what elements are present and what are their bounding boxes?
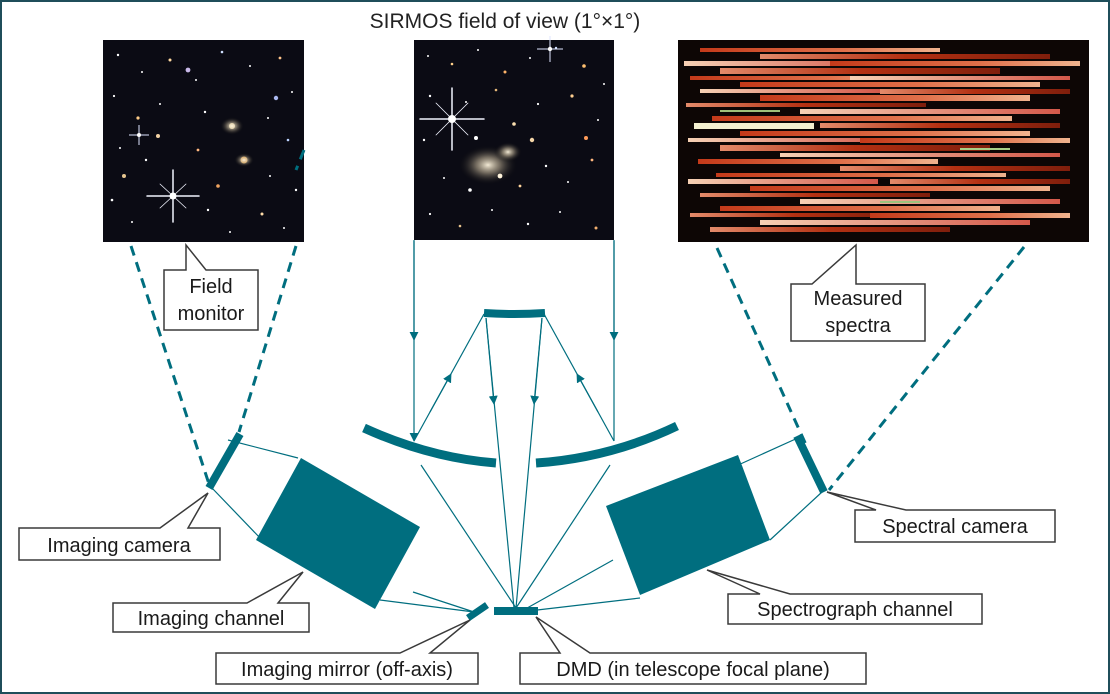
field-monitor-callout bbox=[163, 242, 259, 331]
imaging-mirror bbox=[466, 602, 489, 621]
projection-lines bbox=[129, 149, 1026, 491]
spectrograph-channel-label: Spectrograph channel bbox=[757, 599, 953, 621]
field-monitor-label-2: monitor bbox=[178, 303, 245, 325]
callouts bbox=[18, 242, 1056, 685]
field-monitor-image bbox=[103, 40, 304, 242]
measured-spectra-label-1: Measured bbox=[814, 288, 903, 310]
spectra-image bbox=[678, 40, 1089, 242]
imaging-channel-box bbox=[256, 458, 420, 609]
spectral-camera-callout bbox=[826, 491, 1056, 543]
imaging-camera-label: Imaging camera bbox=[47, 535, 191, 557]
primary-mirror-left bbox=[362, 423, 497, 468]
imaging-camera-callout bbox=[18, 492, 221, 561]
measured-spectra-label-2: spectra bbox=[825, 315, 891, 337]
measured-spectra-callout bbox=[790, 243, 926, 342]
optical-rays bbox=[211, 240, 823, 613]
spectrograph-channel-callout bbox=[706, 569, 983, 625]
spectral-camera-label: Spectral camera bbox=[882, 516, 1028, 538]
primary-mirror-right bbox=[535, 421, 679, 468]
imaging-mirror-label: Imaging mirror (off-axis) bbox=[241, 659, 453, 681]
dmd-callout bbox=[519, 616, 867, 685]
secondary-mirror bbox=[483, 309, 546, 318]
fov-title: SIRMOS field of view (1°×1°) bbox=[370, 10, 641, 33]
imaging-mirror-callout bbox=[215, 619, 479, 685]
spectral-camera-detector bbox=[793, 434, 828, 494]
spectrograph-channel-box bbox=[606, 455, 770, 595]
dmd-label: DMD (in telescope focal plane) bbox=[556, 659, 829, 681]
imaging-channel-label: Imaging channel bbox=[138, 608, 285, 630]
imaging-channel-callout bbox=[112, 571, 310, 633]
dmd bbox=[494, 607, 538, 615]
imaging-camera-detector bbox=[205, 432, 244, 490]
optical-elements bbox=[205, 309, 828, 621]
field-monitor-label-1: Field bbox=[189, 276, 232, 298]
fov-image bbox=[414, 36, 614, 240]
